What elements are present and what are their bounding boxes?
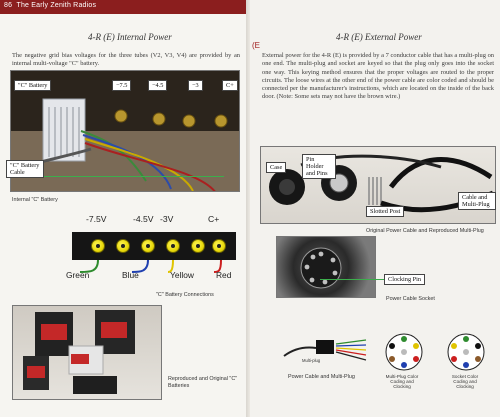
- wire-label-green: Green: [66, 270, 90, 280]
- batteries-illustration: [23, 310, 135, 394]
- book-title: The Early Zenith Radios: [16, 2, 97, 9]
- label-multiplug-small: Multi-plug: [302, 358, 321, 363]
- label-clocking-pin: Clocking Pin: [384, 274, 426, 285]
- caption-power-socket: Power Cable Socket: [386, 296, 435, 302]
- wire-label-blue: Blue: [122, 270, 139, 280]
- page-number: 86: [4, 2, 13, 9]
- header-bar: 86 The Early Zenith Radios: [0, 0, 250, 14]
- label-c-battery: "C" Battery: [14, 80, 52, 91]
- power-socket-photo: [276, 236, 376, 298]
- label-c-plus: C+: [222, 80, 238, 91]
- running-header: 86 The Early Zenith Radios: [4, 2, 96, 9]
- left-page: 86 The Early Zenith Radios 4-R (E) Inter…: [0, 0, 250, 400]
- conn-label-7-5: -7.5V: [86, 214, 107, 224]
- caption-multiplug-coding: Multi-Plug Color Coding and Clocking: [385, 374, 419, 389]
- caption-internal-battery: Internal "C" Battery: [12, 197, 58, 203]
- connector-strip: [72, 232, 236, 260]
- caption-batteries: Reproduced and Original "C" Batteries: [168, 376, 238, 389]
- conn-label-c-plus: C+: [208, 214, 220, 224]
- caption-battery-connections: "C" Battery Connections: [156, 292, 214, 298]
- caption-cable-multiplug: Power Cable and Multi-Plug: [288, 374, 355, 380]
- label-c-battery-cable: "C" Battery Cable: [6, 160, 44, 178]
- wire-label-yellow: Yellow: [170, 270, 194, 280]
- batteries-photo: [12, 305, 162, 400]
- pin-6: [212, 239, 226, 253]
- pointer-clocking-pin: [320, 279, 384, 280]
- label-slotted-post: Slotted Post: [366, 206, 405, 217]
- label-minus-3: −3: [188, 80, 203, 91]
- right-page: 4-R (E) External Power External power fo…: [250, 0, 500, 417]
- pin-2: [116, 239, 130, 253]
- conn-label-4-5: -4.5V: [133, 214, 154, 224]
- internal-battery-illustration: [11, 71, 239, 191]
- color-coding-diagram: [283, 333, 485, 371]
- wire-label-red: Red: [216, 270, 232, 280]
- left-body-text: The negative grid bias voltages for the …: [12, 52, 240, 68]
- caption-socket-coding: Socket Color Coding and Clocking: [451, 374, 479, 389]
- label-minus-4-5: −4.5: [148, 80, 168, 91]
- section-marker: (E: [252, 41, 260, 50]
- conn-label-3: -3V: [160, 214, 174, 224]
- label-pin-holder: Pin Holder and Pins: [302, 154, 336, 179]
- power-socket-illustration: [300, 247, 342, 289]
- label-case: Case: [266, 162, 287, 173]
- label-minus-7-5: −7.5: [112, 80, 132, 91]
- caption-power-cable: Original Power Cable and Reproduced Mult…: [366, 228, 484, 234]
- pin-3: [141, 239, 155, 253]
- right-body-text: External power for the 4-R (E) is provid…: [262, 52, 494, 101]
- pin-5: [191, 239, 205, 253]
- right-section-title: 4-R (E) External Power: [336, 32, 422, 42]
- pin-1: [91, 239, 105, 253]
- left-section-title: 4-R (E) Internal Power: [88, 32, 172, 42]
- pointer-line: [44, 176, 224, 177]
- wire-diagram: [79, 259, 222, 273]
- label-cable-multiplug: Cable and Multi-Plug: [458, 192, 496, 210]
- pin-4: [166, 239, 180, 253]
